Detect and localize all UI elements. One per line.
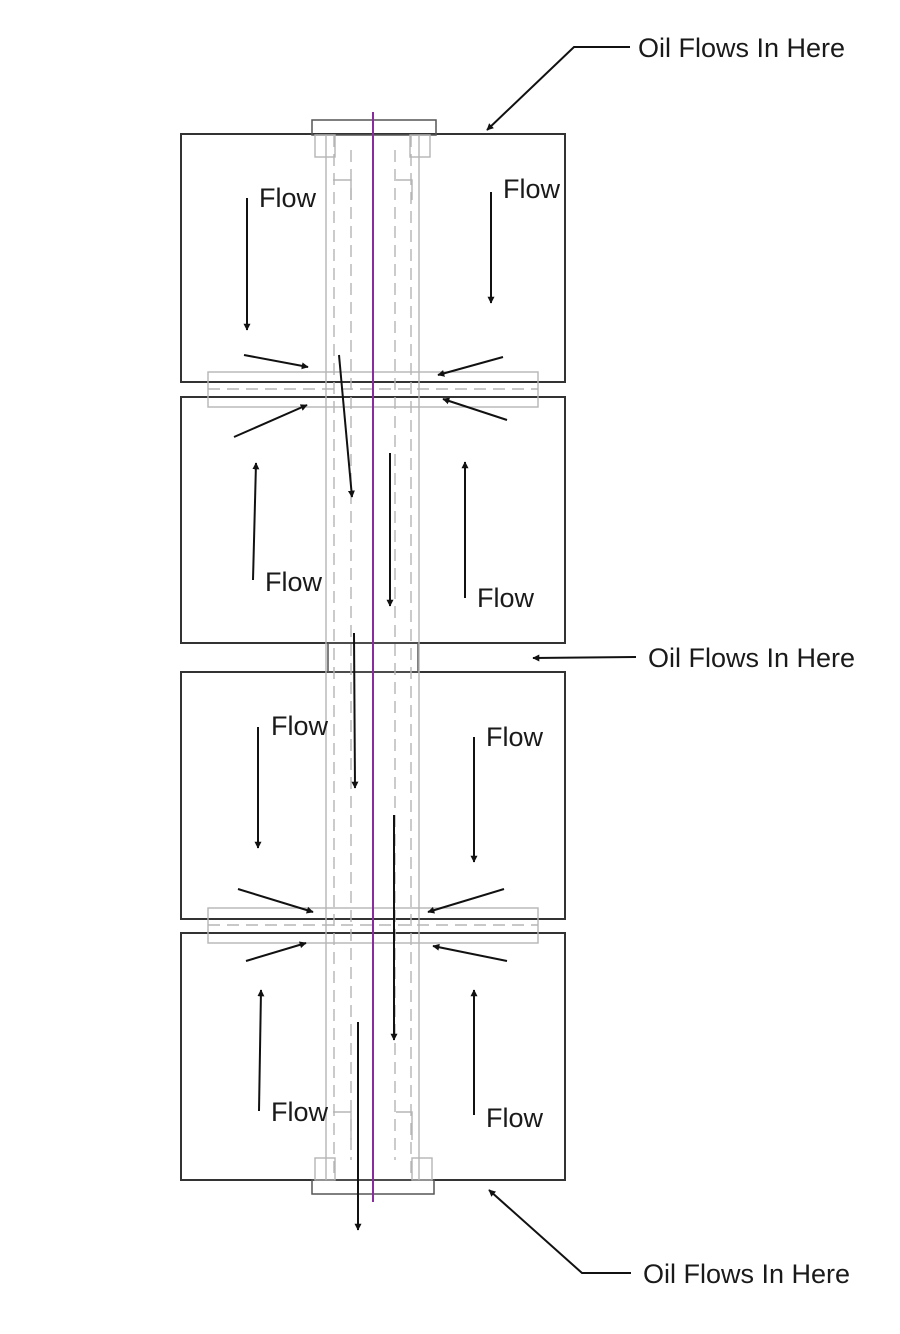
middle-callout-leader — [532, 654, 637, 662]
flow-arrow — [233, 404, 308, 438]
flow-label-s2-right: Flow — [477, 583, 535, 613]
flow-arrows — [233, 192, 508, 1231]
flow-arrow — [338, 354, 355, 498]
flow-arrow — [245, 941, 307, 962]
middle-callout-text: Oil Flows In Here — [648, 643, 855, 673]
flow-arrow — [351, 632, 359, 789]
flow-label-s4-right: Flow — [486, 1103, 544, 1133]
flow-arrow — [442, 397, 508, 421]
top-callout-leader — [486, 46, 630, 131]
flow-label-s2-left: Flow — [265, 567, 323, 597]
flow-arrow — [437, 356, 504, 377]
flow-arrow — [243, 354, 309, 370]
flow-arrow — [237, 888, 314, 914]
callout-leaders — [486, 46, 637, 1274]
flow-label-s1-right: Flow — [503, 174, 561, 204]
flow-arrow — [432, 943, 508, 962]
flow-arrow — [252, 462, 260, 581]
top-callout-text: Oil Flows In Here — [638, 33, 845, 63]
flow-label-s4-left: Flow — [271, 1097, 329, 1127]
flow-arrow — [427, 888, 505, 914]
flow-label-s3-left: Flow — [271, 711, 329, 741]
flow-label-s3-right: Flow — [486, 722, 544, 752]
flow-arrow — [257, 989, 265, 1112]
flow-label-s1-left: Flow — [259, 183, 317, 213]
bottom-callout-leader — [488, 1189, 631, 1274]
central-tube — [325, 135, 420, 1180]
bottom-callout-text: Oil Flows In Here — [643, 1259, 850, 1289]
